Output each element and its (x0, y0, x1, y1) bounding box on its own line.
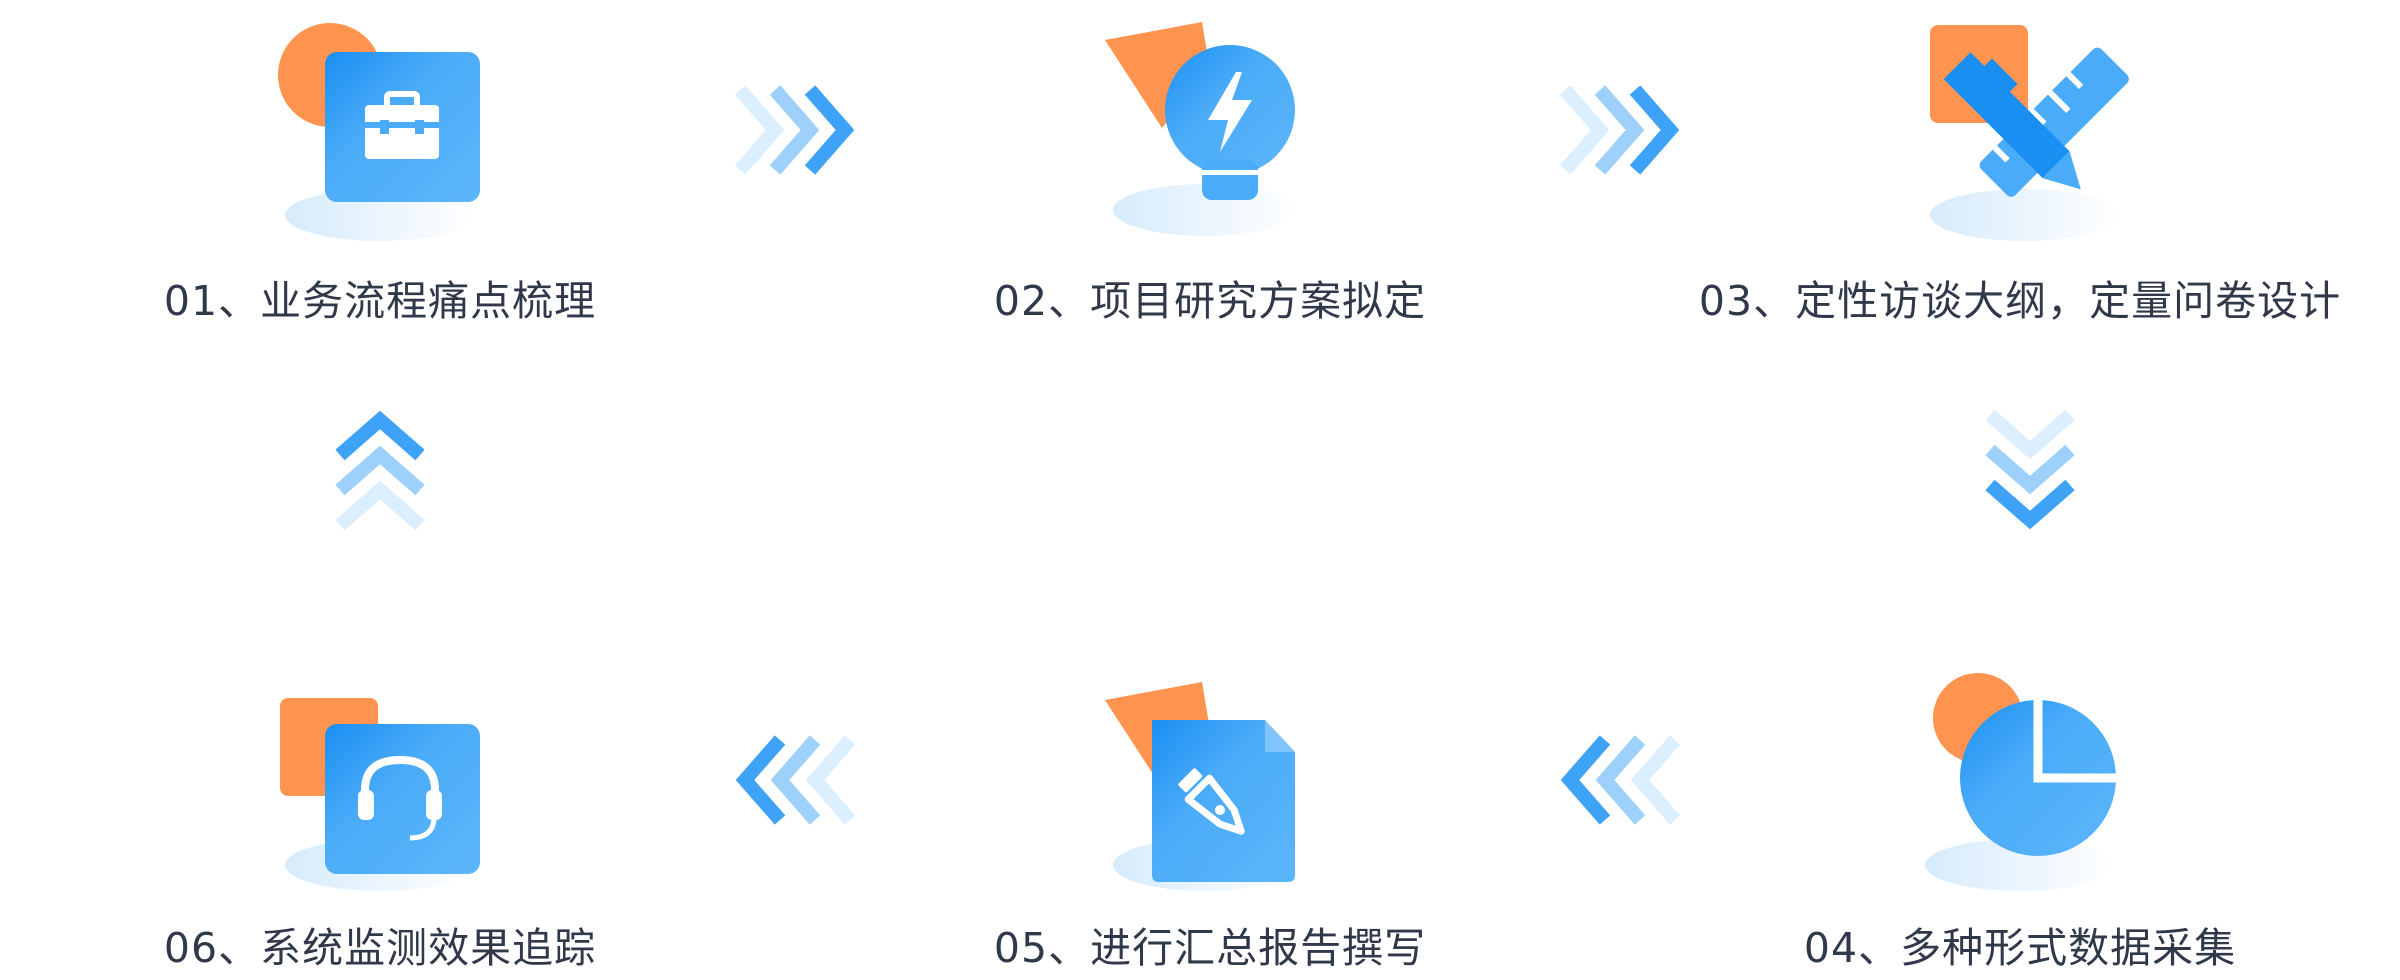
briefcase-icon (260, 10, 500, 250)
step-label: 06、系统监测效果追踪 (163, 924, 597, 972)
arrow-left-04-05 (1555, 735, 1685, 825)
document-pen-icon (1090, 670, 1330, 910)
arrow-down-03-04 (1985, 405, 2075, 535)
arrow-left-05-06 (730, 735, 860, 825)
step-06: 06、系统监测效果追踪 (0, 650, 760, 980)
step-04: 04、多种形式数据采集 (1640, 650, 2400, 980)
step-label: 02、项目研究方案拟定 (993, 277, 1427, 325)
step-label: 03、定性访谈大纲，定量问卷设计 (1698, 277, 2342, 325)
pie-chart-icon (1900, 670, 2140, 910)
step-01: 01、业务流程痛点梳理 (0, 0, 760, 340)
headset-icon (260, 670, 500, 910)
step-02: 02、项目研究方案拟定 (830, 0, 1590, 340)
step-label: 01、业务流程痛点梳理 (163, 277, 597, 325)
step-label: 05、进行汇总报告撰写 (993, 924, 1427, 972)
arrow-right-01-02 (730, 85, 860, 175)
ruler-pencil-icon (1900, 10, 2140, 250)
step-label: 04、多种形式数据采集 (1803, 924, 2237, 972)
arrow-up-06-01 (335, 405, 425, 535)
lightbulb-icon (1090, 10, 1330, 250)
arrow-right-02-03 (1555, 85, 1685, 175)
step-03: 03、定性访谈大纲，定量问卷设计 (1640, 0, 2400, 340)
step-05: 05、进行汇总报告撰写 (830, 650, 1590, 980)
